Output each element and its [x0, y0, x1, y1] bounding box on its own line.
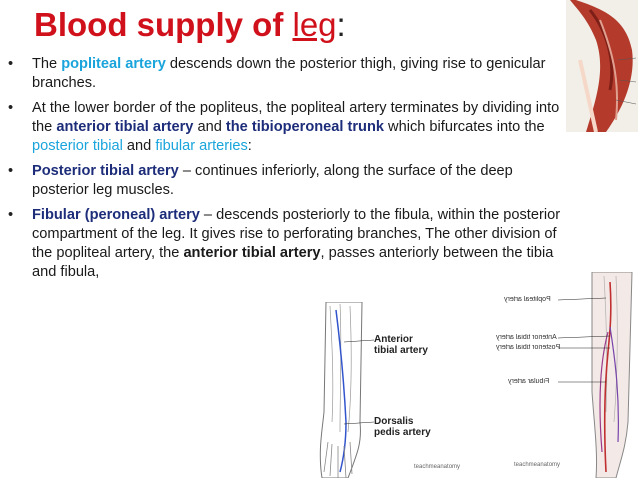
bullet-text-segment: – continues inferiorly, along the surfac… — [32, 163, 513, 198]
bullet-text-segment: , passes anteriorly between the tibia an… — [32, 245, 554, 280]
bullet-text-segment: – descends posteriorly to the fibula, wi… — [32, 207, 561, 261]
watermark-back: teachmeanatomy — [514, 462, 561, 468]
watermark-front: teachmeanatomy — [414, 464, 461, 470]
bullet-text-segment: which bifurcates into the — [384, 119, 545, 135]
label-anterior-tibial-artery: Anterior tibial artery — [374, 334, 428, 356]
leg-dissection-photo — [566, 0, 638, 132]
slide-title: Blood supply of leg: — [34, 6, 346, 44]
label-fibular-artery: Fibular artery — [508, 378, 550, 385]
bullet-text-segment: : — [247, 138, 252, 154]
bullet-text-segment: posterior tibial — [32, 138, 123, 154]
bullet-text-segment: fibular arteries — [155, 138, 248, 154]
bullet-text-segment: descends down the posterior thigh, givin… — [32, 56, 546, 91]
label-popliteal-artery: Popliteal artery — [504, 296, 551, 303]
bullet-text-segment: At the lower border of the popliteus, th… — [32, 100, 560, 135]
bullet-list: The popliteal artery descends down the p… — [8, 55, 568, 288]
bullet-text-segment: Posterior tibial artery — [32, 163, 179, 179]
anterior-leg-figure: Anterior tibial artery Dorsalis pedis ar… — [318, 301, 468, 479]
bullet-item: The popliteal artery descends down the p… — [8, 55, 568, 93]
title-main: Blood supply of — [34, 6, 293, 43]
bullet-text-segment: the tibioperoneal trunk — [225, 119, 384, 135]
bullet-text-segment: anterior tibial artery — [183, 245, 321, 261]
title-colon: : — [336, 6, 346, 43]
label-posterior-tibial-artery: Posterior tibial artery — [496, 344, 561, 351]
bullet-text-segment: Fibular (peroneal) artery — [32, 207, 200, 223]
bullet-item: At the lower border of the popliteus, th… — [8, 99, 568, 156]
posterior-leg-illustration — [557, 271, 633, 479]
posterior-leg-figure: Popliteal artery Anterior tibial artery … — [492, 271, 638, 479]
bullet-text-segment: The — [32, 56, 62, 72]
label-dorsalis-pedis-artery: Dorsalis pedis artery — [374, 416, 431, 438]
bullet-item: Fibular (peroneal) artery – descends pos… — [8, 206, 568, 282]
anterior-leg-illustration — [319, 301, 375, 479]
label-anterior-tibial-artery-back: Anterior tibial artery — [496, 334, 557, 341]
bullet-text-segment: popliteal artery — [61, 56, 166, 72]
bullet-text-segment: anterior tibial artery — [56, 119, 194, 135]
title-underlined-word: leg — [292, 6, 337, 43]
bullet-item: Posterior tibial artery – continues infe… — [8, 162, 568, 200]
bullet-text-segment: and — [193, 119, 226, 135]
bullet-text-segment: and — [122, 138, 156, 154]
